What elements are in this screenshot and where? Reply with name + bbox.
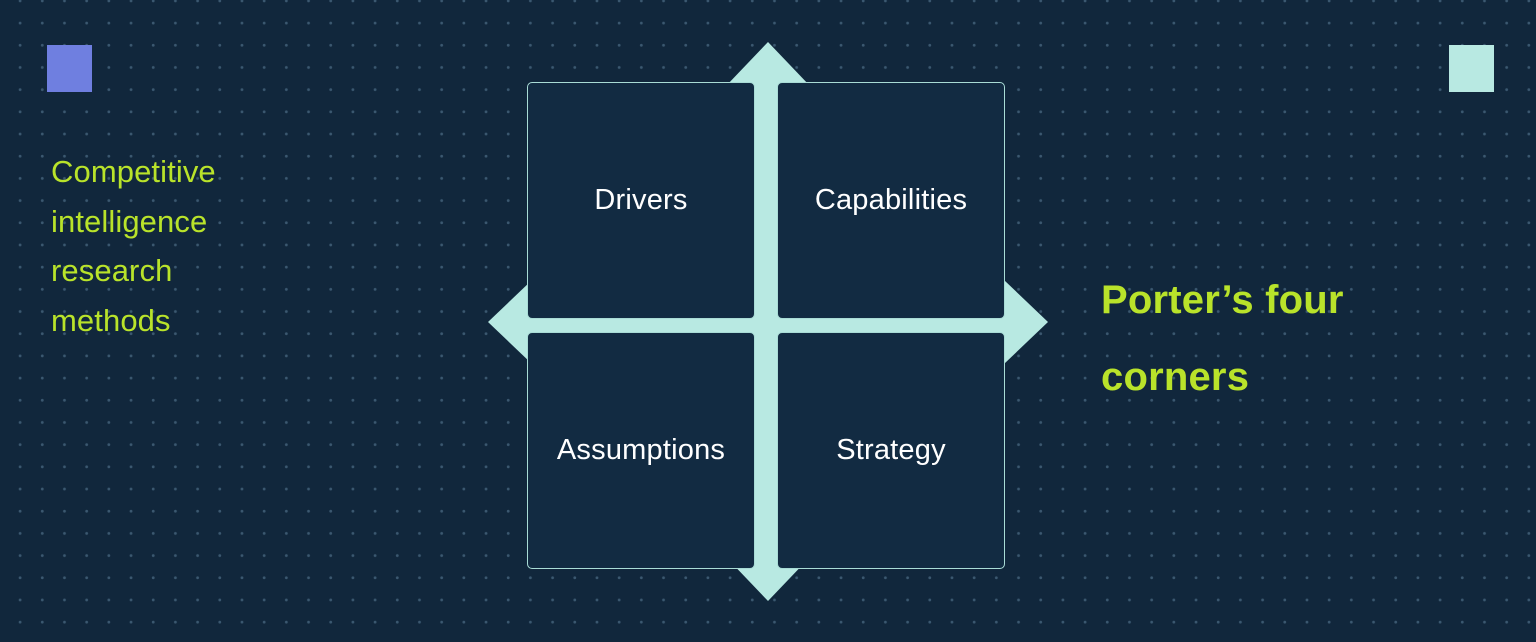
quadrant-label-assumptions: Assumptions [556, 434, 726, 466]
quadrant-drivers[interactable]: Drivers [527, 82, 755, 319]
quadrant-label-drivers: Drivers [594, 184, 688, 216]
quadrant-label-strategy: Strategy [836, 434, 946, 466]
quadrant-strategy[interactable]: Strategy [777, 332, 1005, 569]
decorative-square-purple [47, 45, 92, 92]
quadrant-label-capabilities: Capabilities [814, 184, 968, 216]
quadrant-assumptions[interactable]: Assumptions [527, 332, 755, 569]
diagram-title: Porter’s four corners [1101, 278, 1344, 399]
left-heading: Competitive intelligence research method… [51, 154, 216, 338]
porters-four-corners-diagram: Drivers Capabilities Assumptions Strateg… [488, 42, 1048, 601]
decorative-square-mint [1449, 45, 1494, 92]
quadrant-capabilities[interactable]: Capabilities [777, 82, 1005, 319]
